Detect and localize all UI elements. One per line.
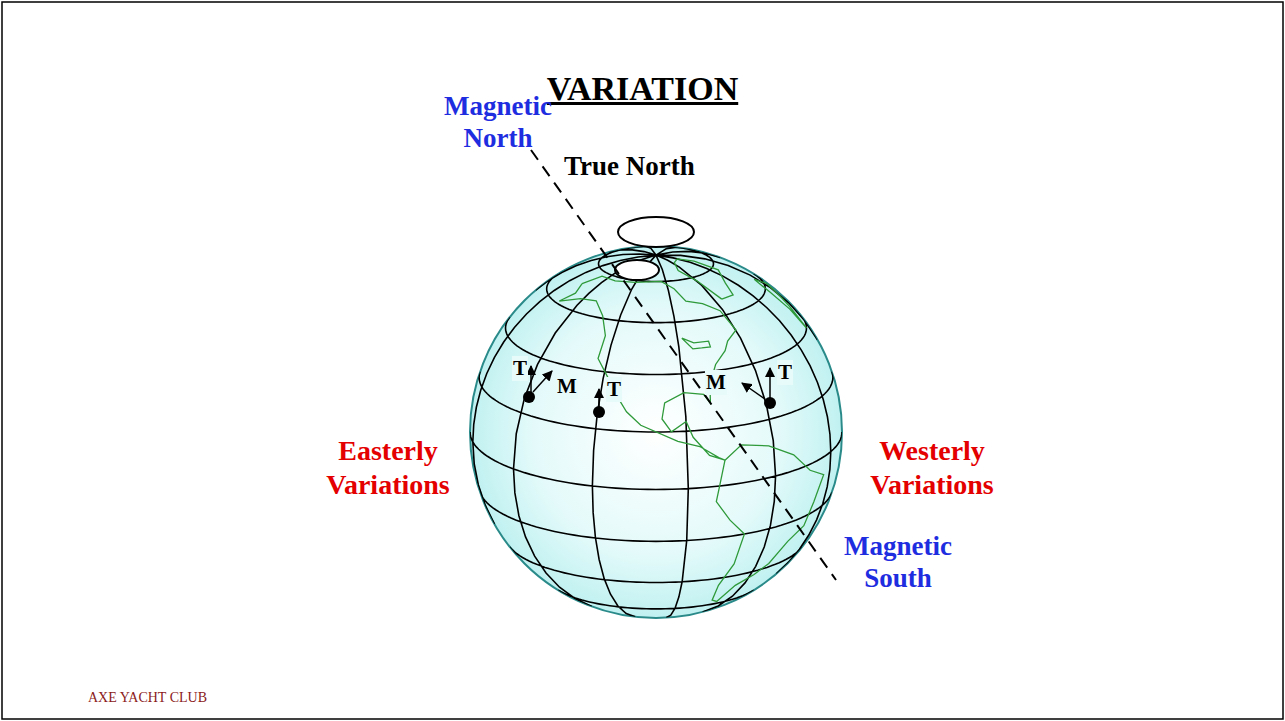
true-label: T xyxy=(777,360,793,385)
footer-text: AXE YACHT CLUB xyxy=(88,690,388,707)
coastline xyxy=(674,259,733,299)
magnetic-arrow xyxy=(533,371,552,392)
position-dot xyxy=(523,391,535,403)
coastline xyxy=(682,338,711,349)
position-dot xyxy=(764,397,776,409)
variation-label: Easterly Variations xyxy=(296,434,480,501)
true-arrow xyxy=(530,366,532,393)
magnetic-north-pole xyxy=(615,260,659,280)
pole-label: True North xyxy=(564,150,714,182)
true-label: T xyxy=(512,356,528,381)
pole-label: Magnetic South xyxy=(828,530,968,595)
coastline xyxy=(754,279,806,328)
graticule xyxy=(470,246,842,618)
true-label: T xyxy=(606,377,622,402)
position-dot xyxy=(593,406,605,418)
pole-label: Magnetic North xyxy=(432,90,564,155)
slide-title: VARIATION xyxy=(0,70,1285,108)
magnetic-label: M xyxy=(705,370,727,395)
magnetic-arrow xyxy=(742,383,765,399)
continents xyxy=(559,259,823,602)
true-north-pole xyxy=(618,217,694,247)
coastline xyxy=(559,276,736,460)
true-arrow xyxy=(769,368,771,398)
coastline xyxy=(712,445,824,602)
globe xyxy=(470,246,842,618)
magnetic-label: M xyxy=(556,374,578,399)
direction-arrows xyxy=(531,366,770,407)
magnetic-axis xyxy=(531,150,836,580)
variation-label: Westerly Variations xyxy=(840,434,1024,501)
grid-line xyxy=(470,246,842,618)
true-arrow xyxy=(598,389,600,407)
